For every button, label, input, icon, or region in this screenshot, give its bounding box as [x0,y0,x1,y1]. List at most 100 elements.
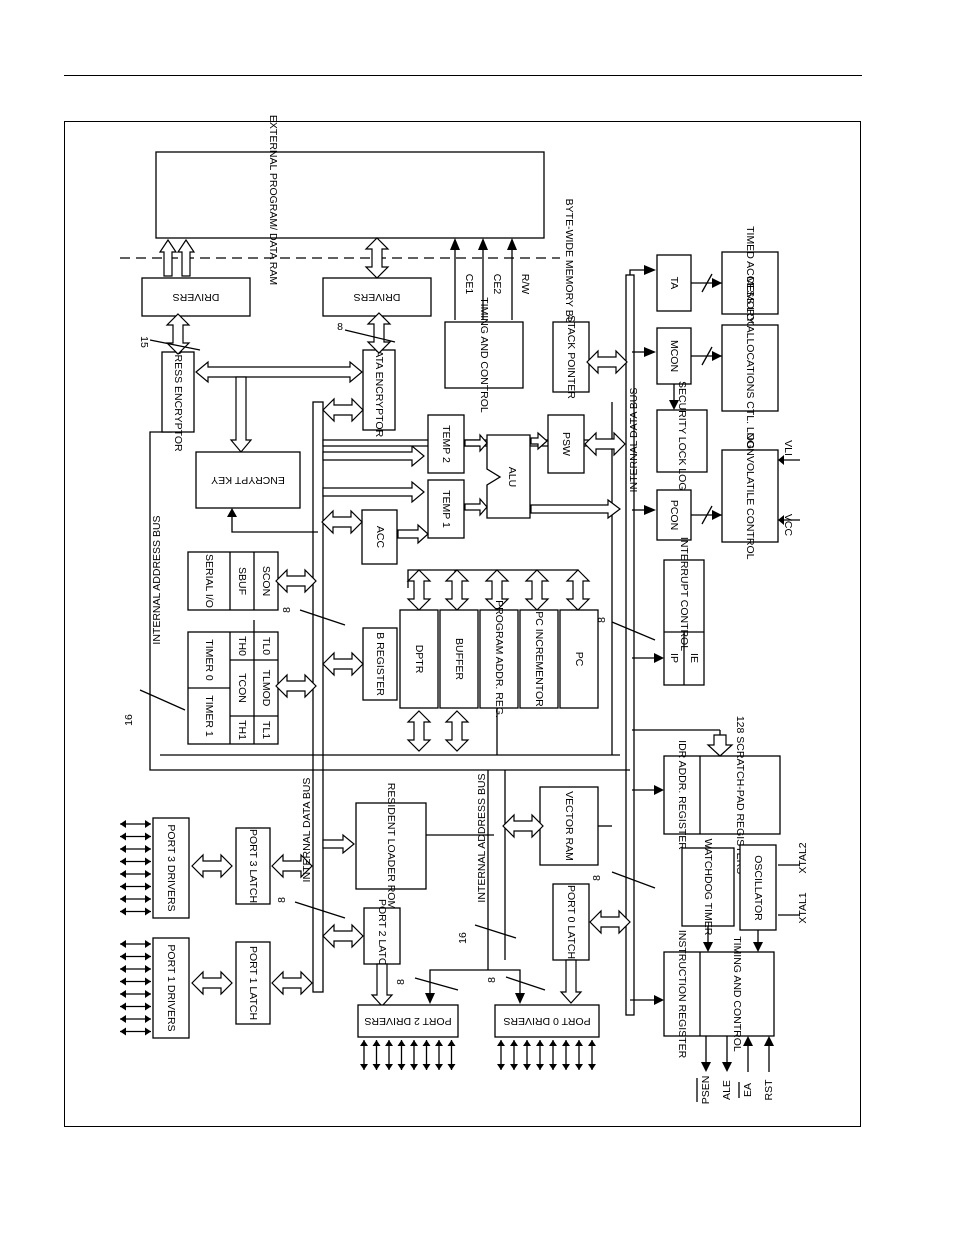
port1-drivers [152,937,190,1039]
ie-label: IE [688,653,700,663]
port0-pin [523,1040,531,1070]
arrow-addrenc-dataenc [195,360,363,384]
port3-pin [120,870,151,878]
arrow-timer-bus [275,674,317,698]
port0-drivers [494,1004,600,1038]
port0-pin [562,1040,570,1070]
port2-pin [397,1040,406,1070]
port1-pin [120,1015,151,1023]
buses [120,257,721,1016]
internal-address-bus-mid-label: INTERNAL ADDRESS BUS [476,773,488,902]
buffer [439,609,479,709]
port3-pin [120,882,151,891]
temp1 [427,479,465,539]
th1-label: TH1 [236,720,248,740]
arrow-serial-bus [275,569,317,593]
internal-data-bus-left-label: INTERNAL DATA BUS [301,778,313,883]
width-8-serial: 8 [281,607,293,613]
internal-data-bus-right [625,274,635,1016]
port2-pin [435,1040,443,1070]
vector-ram [539,786,599,866]
width-8-right-tick [611,621,656,641]
arrow-dptr-bottom [407,710,431,752]
port1-pin [120,952,151,961]
pc-label: PC [573,652,585,667]
port3-pin [120,907,151,916]
acc-label: ACC [374,526,386,549]
port3-pin [120,895,151,903]
arrow-bus-port0latch [589,910,631,934]
width-8-right: 8 [596,617,608,623]
alu [486,434,531,519]
vli-label: VLI [782,440,794,456]
serial-io-label: SERIAL I/O [203,554,215,608]
acc [361,509,398,565]
port3-pin [120,820,151,828]
ce-lines [450,238,517,320]
data-encryptor [362,349,396,431]
arrow-ram-drivers-a [158,238,196,277]
port3-drivers [152,817,190,919]
tl1-label: TL1 [260,721,272,739]
port2-pin [410,1040,418,1070]
addr-to-port-drivers [429,969,521,995]
arrow-bus-port2latch [322,924,364,948]
arrow-p0latch-drivers [559,959,583,1004]
idr-scratch-group [663,755,781,835]
arrow-p3latch-drivers [191,854,233,878]
arrow-drivers-dataenc [367,312,391,354]
psw-label: PSW [560,432,572,456]
port2-drivers [357,1004,459,1038]
port0-latch [552,883,590,961]
arrow-drivers-addrenc [166,313,190,355]
width-16-mid-tick [474,924,517,939]
arrow-psw-bus [584,432,626,456]
timed-access-label: TIMED ACCESS LOGIC [744,226,756,340]
drivers-address [141,277,251,317]
xtal2-label: XTAL2 [797,842,809,873]
tcon-label: TCON [236,673,248,703]
timer0-label: TIMER 0 [203,639,215,681]
arrow-bus-port1latch [271,971,313,995]
arrow-p1latch-drivers [191,971,233,995]
port2-pin [360,1040,368,1070]
timing-control-top-label: TIMING AND CONTROL [478,297,490,413]
oscillator [739,844,777,931]
arrow-p2latch-drivers [370,963,394,1007]
address-encryptor-label: ADDRESS ENCRYPTOR [172,332,184,452]
th0-label: TH0 [236,636,248,656]
rw-label: R/W [519,274,531,295]
port0-pin [549,1040,557,1070]
port0-pin [575,1040,583,1070]
port0-pins [497,1040,596,1070]
arrow-buffer-bottom [445,710,469,752]
arrow-sp-bus [586,350,628,374]
program-addr-reg [479,609,519,709]
width-8-p0-tick [505,976,546,991]
diagram-frame [64,121,861,1127]
ta-label: TA [668,277,680,290]
stack-pointer-label: STACK POINTER [565,315,577,399]
port3-latch-label: PORT 3 LATCH [247,829,259,903]
control-signal-lines [701,1036,774,1072]
width-8-dataenc: 8 [337,321,343,333]
width-16-top: 16 [123,714,135,726]
ce2-label: CE2 [491,274,503,295]
memory-allocations-ctl [721,324,779,412]
tlmod-label: TLMOD [260,670,272,707]
port1-pin [120,940,151,948]
port3-pin [120,832,151,841]
port2-pins [360,1040,456,1070]
port3-latch [235,827,271,905]
internal-address-bus-top [149,431,630,771]
nonvolatile-control [721,449,779,543]
sbuf-label: SBUF [236,567,248,595]
scon-label: SCON [260,566,272,596]
pcon-label: PCON [668,500,680,530]
resident-rom-label: RESIDENT LOADER ROM [385,783,397,909]
width-8-port-tick [294,901,346,919]
internal-data-bus-right-label: INTERNAL DATA BUS [628,388,640,493]
port2-drivers-label: PORT 2 DRIVERS [364,1015,451,1027]
data-encryptor-label: DATA ENCRYPTOR [373,343,385,438]
width-8-vector: 8 [591,875,603,881]
